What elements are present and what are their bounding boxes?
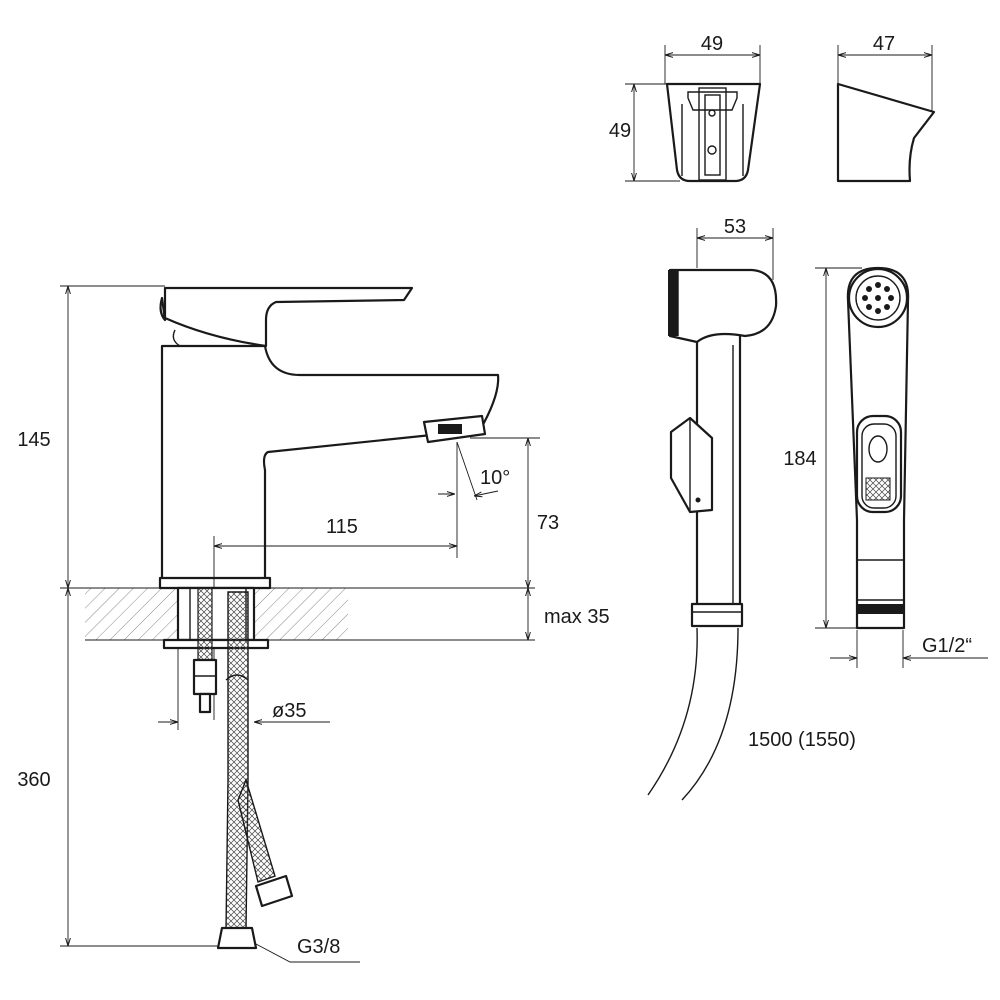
head-width-label: 53 [724, 216, 746, 238]
hose-length-label: 1500 (1550) [748, 729, 856, 751]
holder-side-view [836, 45, 936, 183]
hole-diameter-label: ø35 [272, 700, 306, 722]
connector-thread-label: G3/8 [297, 936, 340, 958]
holder-height-label: 49 [609, 120, 631, 142]
spray-thread-label: G1/2“ [922, 635, 972, 657]
spout-reach-label: 115 [326, 516, 358, 538]
dimension-labels: 49 49 47 53 184 G1/2“ 1500 (1550) 145 36… [17, 33, 972, 958]
counter-thickness-label: max 35 [544, 606, 610, 628]
holder-front-view [625, 45, 762, 183]
faucet-hose-length-label: 360 [17, 769, 50, 791]
spray-head-side-view [815, 266, 988, 668]
faucet-height-label: 145 [17, 429, 50, 451]
spray-head-front-view [647, 228, 778, 801]
spray-length-label: 184 [783, 448, 816, 470]
holder-width-label: 49 [701, 33, 723, 55]
faucet-side-view [60, 285, 540, 963]
holder-depth-label: 47 [873, 33, 895, 55]
spout-clearance-label: 73 [537, 512, 559, 534]
spout-angle-label: 10° [480, 467, 510, 489]
